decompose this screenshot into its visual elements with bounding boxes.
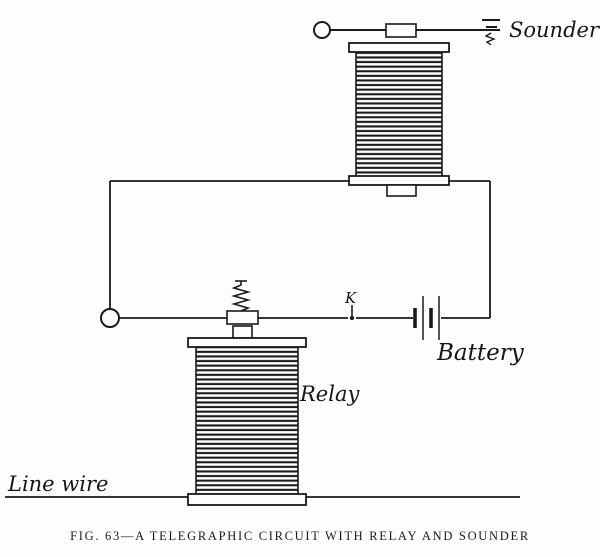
- adjusting-screw-icon: [482, 19, 500, 46]
- relay-label: Relay: [299, 382, 360, 406]
- sounder-armature: [385, 23, 417, 38]
- sounder-heel-piece: [386, 184, 417, 197]
- sounder-coil: [348, 42, 450, 197]
- pivot-terminal-top: [313, 21, 331, 39]
- key-label: K: [344, 289, 357, 307]
- pivot-terminal-left: [100, 308, 120, 328]
- key-symbol: [349, 305, 355, 321]
- relay-spring-icon: [231, 280, 251, 312]
- relay-core-top: [232, 325, 253, 339]
- figure-caption: FIG. 63—A TELEGRAPHIC CIRCUIT WITH RELAY…: [70, 529, 530, 543]
- local-circuit-loop: [109, 180, 491, 319]
- relay-coil: [187, 337, 307, 506]
- battery-label: Battery: [436, 340, 525, 366]
- sounder-label: Sounder: [509, 18, 600, 42]
- battery-symbol: [413, 296, 440, 340]
- line-wire-label: Line wire: [7, 472, 108, 496]
- relay-armature: [226, 310, 259, 325]
